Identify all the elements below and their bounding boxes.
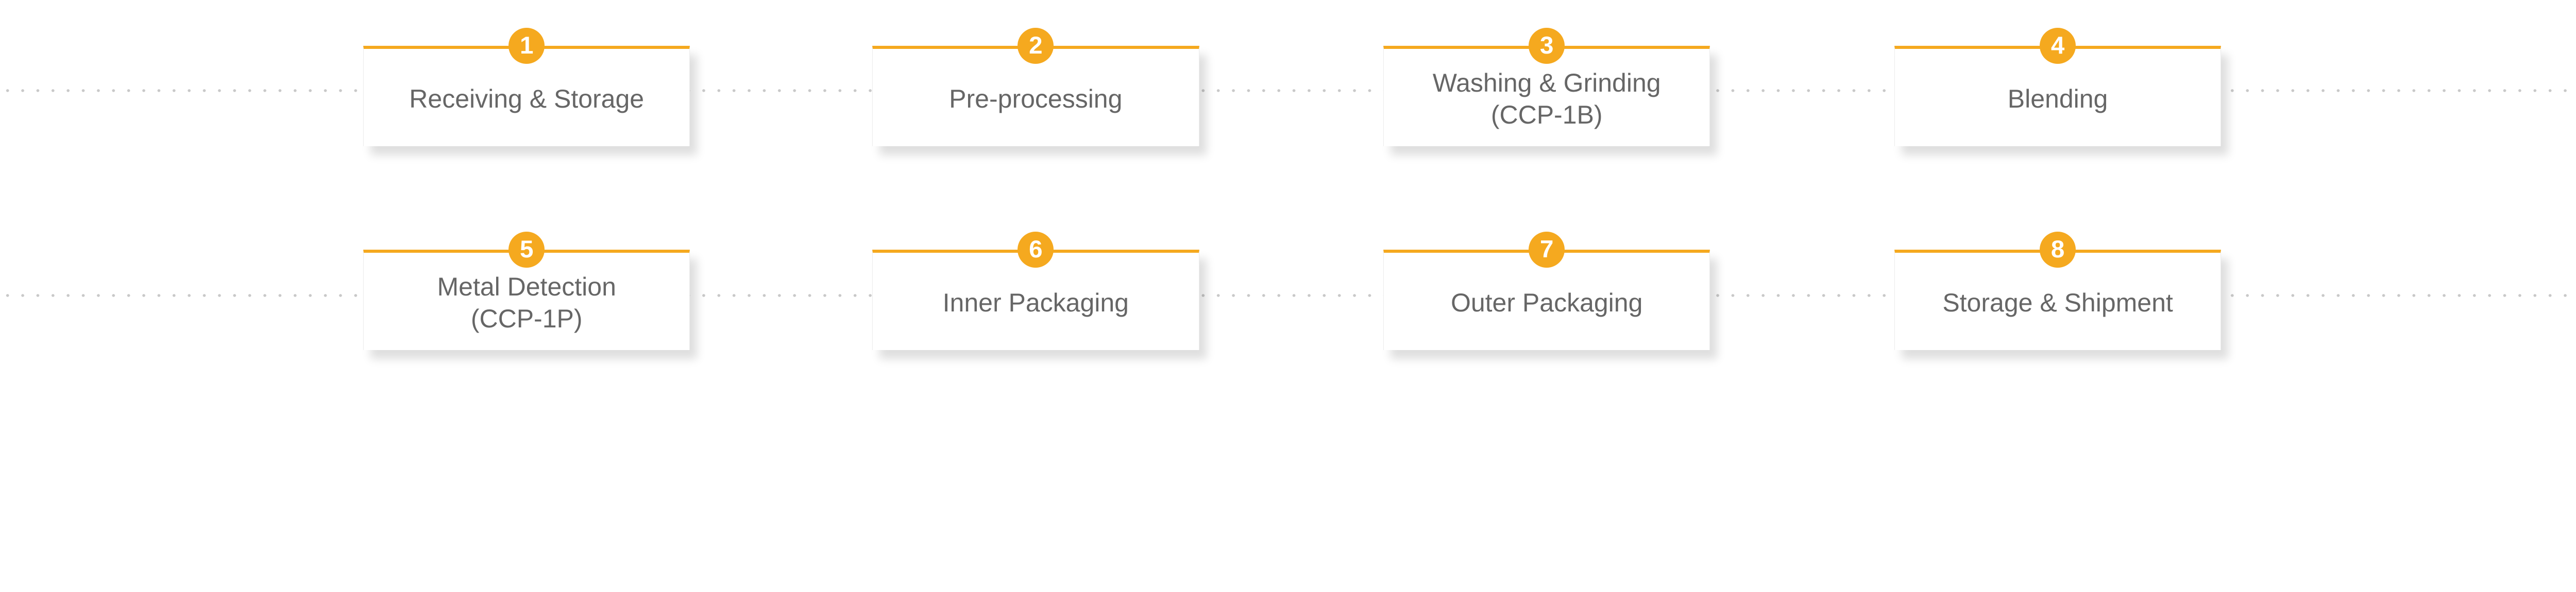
- step-label: Receiving & Storage: [409, 84, 645, 114]
- step-number-badge: 3: [1529, 28, 1565, 64]
- step-label: Washing & Grinding (CCP-1B): [1432, 68, 1661, 129]
- step-number-badge: 1: [509, 28, 545, 64]
- step-card-5: 5 Metal Detection (CCP-1P): [363, 231, 690, 350]
- step-number-badge: 7: [1529, 231, 1565, 268]
- step-card-6: 6 Inner Packaging: [872, 231, 1199, 350]
- step-number-badge: 4: [2040, 28, 2076, 64]
- connector-line-row-1: [0, 89, 2576, 92]
- step-card-1: 1 Receiving & Storage: [363, 28, 690, 147]
- step-label: Inner Packaging: [942, 288, 1129, 317]
- step-label: Storage & Shipment: [1942, 288, 2173, 317]
- step-label: Outer Packaging: [1450, 288, 1643, 317]
- step-card-7: 7 Outer Packaging: [1383, 231, 1710, 350]
- step-number-badge: 5: [509, 231, 545, 268]
- step-label: Blending: [2007, 84, 2108, 114]
- step-card-2: 2 Pre-processing: [872, 28, 1199, 147]
- connector-line-row-2: [0, 293, 2576, 297]
- step-number-badge: 8: [2040, 231, 2076, 268]
- step-number-badge: 6: [1018, 231, 1054, 268]
- step-label: Metal Detection (CCP-1P): [437, 272, 616, 333]
- step-card-4: 4 Blending: [1894, 28, 2222, 147]
- step-label: Pre-processing: [949, 84, 1123, 114]
- step-card-3: 3 Washing & Grinding (CCP-1B): [1383, 28, 1710, 147]
- step-number-badge: 2: [1018, 28, 1054, 64]
- step-card-8: 8 Storage & Shipment: [1894, 231, 2222, 350]
